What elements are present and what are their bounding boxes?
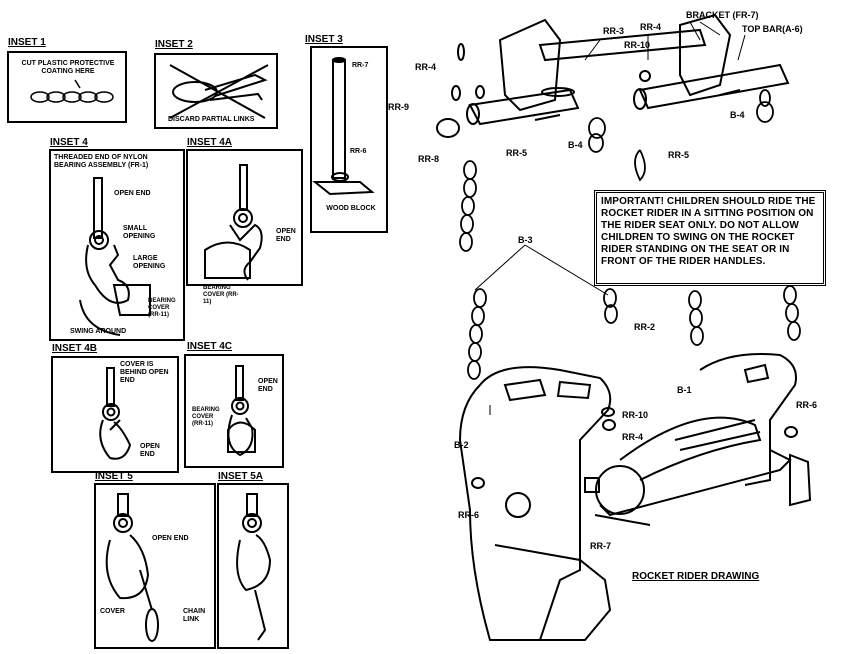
inset4b-title: INSET 4B [52, 343, 98, 354]
bracket-label: BRACKET (FR-7) [686, 10, 759, 20]
rr7-label: RR-7 [590, 541, 612, 551]
inset3-rr7: RR-7 [352, 62, 369, 69]
inset1-frame [7, 51, 127, 123]
inset4b-frame [51, 356, 179, 473]
inset2-frame [154, 53, 278, 129]
rr6-right-label: RR-6 [796, 400, 818, 410]
inset4a-hook [204, 164, 263, 281]
inset5-title: INSET 5 [95, 471, 133, 482]
safety-warning: IMPORTANT! CHILDREN SHOULD RIDE THE ROCK… [594, 190, 826, 286]
inset4c-open-end: OPEN END [258, 378, 278, 393]
rr5-left-label: RR-5 [506, 148, 528, 158]
rr3-label: RR-3 [603, 26, 625, 36]
rr6-left-label: RR-6 [458, 510, 480, 520]
rr4-lower-label: RR-4 [622, 432, 644, 442]
rocket-rider-body [458, 353, 812, 641]
inset4b-hook [99, 367, 132, 460]
rr5-right-label: RR-5 [668, 150, 690, 160]
leader-lines [474, 21, 746, 415]
drawing-title: ROCKET RIDER DRAWING [632, 571, 760, 582]
inset4a-open-end: OPEN END [276, 228, 296, 243]
inset4a-cover: BEARING COVER (RR-11) [203, 285, 239, 305]
inset3-frame [310, 46, 388, 233]
b4-left-label: B-4 [568, 140, 583, 150]
inset3-block: WOOD BLOCK [326, 205, 376, 212]
top-bar-assembly [436, 13, 790, 138]
inset4-title: INSET 4 [50, 137, 88, 148]
inset4-frame [49, 149, 185, 341]
inset4-thread-label: THREADED END OF NYLON BEARING ASSEMBLY (… [54, 154, 149, 169]
rr9-label: RR-9 [388, 102, 410, 112]
rr8-label: RR-8 [418, 154, 440, 164]
inset5-frame [94, 483, 216, 649]
inset4c-hook [227, 365, 256, 457]
rr10-top-label: RR-10 [624, 40, 651, 50]
inset4a-title: INSET 4A [187, 137, 233, 148]
inset5-hook [105, 493, 159, 642]
b3-label: B-3 [518, 235, 533, 245]
inset4b-open-end: OPEN END [140, 443, 160, 458]
inset3-rod [312, 57, 375, 196]
b1-label: B-1 [677, 385, 692, 395]
inset4-small-opening: SMALL OPENING [123, 225, 156, 240]
inset4a-frame [186, 149, 303, 286]
inset5a-hook [236, 493, 272, 641]
top-bar-label: TOP BAR(A-6) [742, 24, 803, 34]
inset2-title: INSET 2 [155, 39, 193, 50]
inset4c-title: INSET 4C [187, 341, 233, 352]
inset5-chain: CHAIN LINK [183, 608, 206, 623]
b2-label: B-2 [454, 440, 469, 450]
inset4-large-opening: LARGE OPENING [133, 255, 166, 270]
inset4b-cover-behind: COVER IS BEHIND OPEN END [120, 361, 169, 384]
inset3-rr6: RR-6 [350, 148, 367, 155]
inset4-open-end: OPEN END [114, 190, 151, 197]
rr4-left-label: RR-4 [415, 62, 437, 72]
inset1-title: INSET 1 [8, 37, 46, 48]
left-chain [459, 89, 801, 380]
inset5-open-end: OPEN END [152, 535, 189, 542]
rr10-lower-label: RR-10 [622, 410, 649, 420]
inset1-caption: CUT PLASTIC PROTECTIVE COATING HERE [21, 60, 115, 75]
inset3-title: INSET 3 [305, 34, 343, 45]
inset5a-title: INSET 5A [218, 471, 264, 482]
inset2-caption: DISCARD PARTIAL LINKS [168, 116, 255, 123]
inset2-pliers [169, 64, 269, 119]
inset4-cover: BEARING COVER (RR-11) [148, 298, 176, 318]
inset1-chain [30, 79, 114, 103]
inset5a-frame [217, 483, 289, 649]
rr4-top-label: RR-4 [640, 22, 662, 32]
inset5-cover: COVER [100, 608, 125, 615]
inset4c-frame [184, 354, 284, 468]
inset4-swing: SWING AROUND [70, 328, 127, 335]
inset4c-cover: BEARING COVER (RR-11) [192, 407, 220, 427]
rr2-label: RR-2 [634, 322, 656, 332]
inset4-hook [79, 177, 151, 336]
b4-right-label: B-4 [730, 110, 745, 120]
